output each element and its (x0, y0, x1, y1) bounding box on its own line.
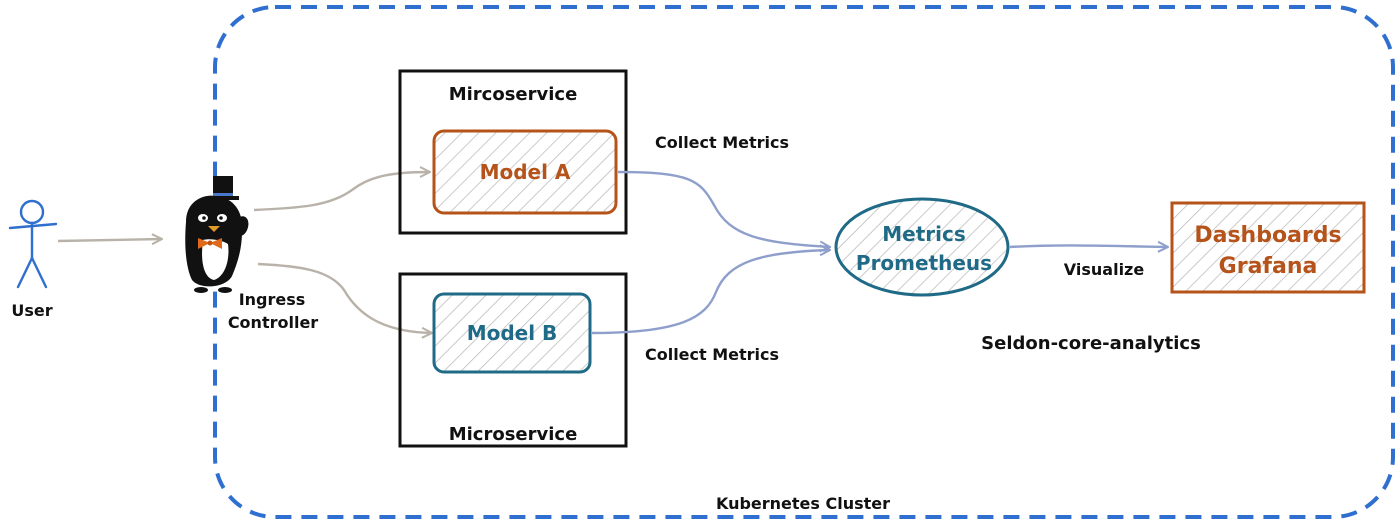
collect-metrics-bottom-label: Collect Metrics (645, 345, 779, 364)
microservice-top-box (398, 69, 628, 235)
kubernetes-cluster-label: Kubernetes Cluster (716, 494, 890, 513)
visualize-label: Visualize (1064, 260, 1145, 279)
collect-metrics-top-label: Collect Metrics (655, 133, 789, 152)
ingress-label-line1: Ingress (239, 290, 306, 309)
user-label: User (11, 301, 52, 320)
model-a-to-prometheus-arrow (617, 170, 830, 247)
microservice-top-title: Mircoservice (449, 84, 578, 105)
ingress-to-model-a-arrow (253, 172, 430, 212)
model-a-label: Model A (480, 160, 571, 184)
prometheus-label-line1: Metrics (882, 222, 966, 246)
ingress-to-model-b-arrow (257, 262, 432, 333)
microservice-bottom-title: Microservice (449, 424, 578, 445)
penguin-tophat-icon (185, 176, 249, 293)
microservice-bottom-box (398, 272, 628, 448)
grafana-label-line2: Grafana (1219, 254, 1318, 279)
ingress-label-line2: Controller (228, 313, 318, 332)
model-b-to-prometheus-arrow (591, 250, 830, 335)
user-to-ingress-arrow (57, 239, 162, 241)
prometheus-label-line2: Prometheus (856, 251, 992, 275)
model-a-box (432, 129, 618, 215)
model-b-label: Model B (467, 321, 558, 345)
grafana-label-line1: Dashboards (1194, 223, 1341, 248)
user-icon (8, 199, 58, 289)
kubernetes-cluster-boundary (213, 5, 1395, 519)
prometheus-to-grafana-arrow (1009, 245, 1168, 247)
model-b-box (432, 292, 592, 374)
prometheus-node (834, 197, 1010, 297)
seldon-analytics-label: Seldon-core-analytics (981, 333, 1201, 354)
grafana-node (1170, 201, 1366, 294)
